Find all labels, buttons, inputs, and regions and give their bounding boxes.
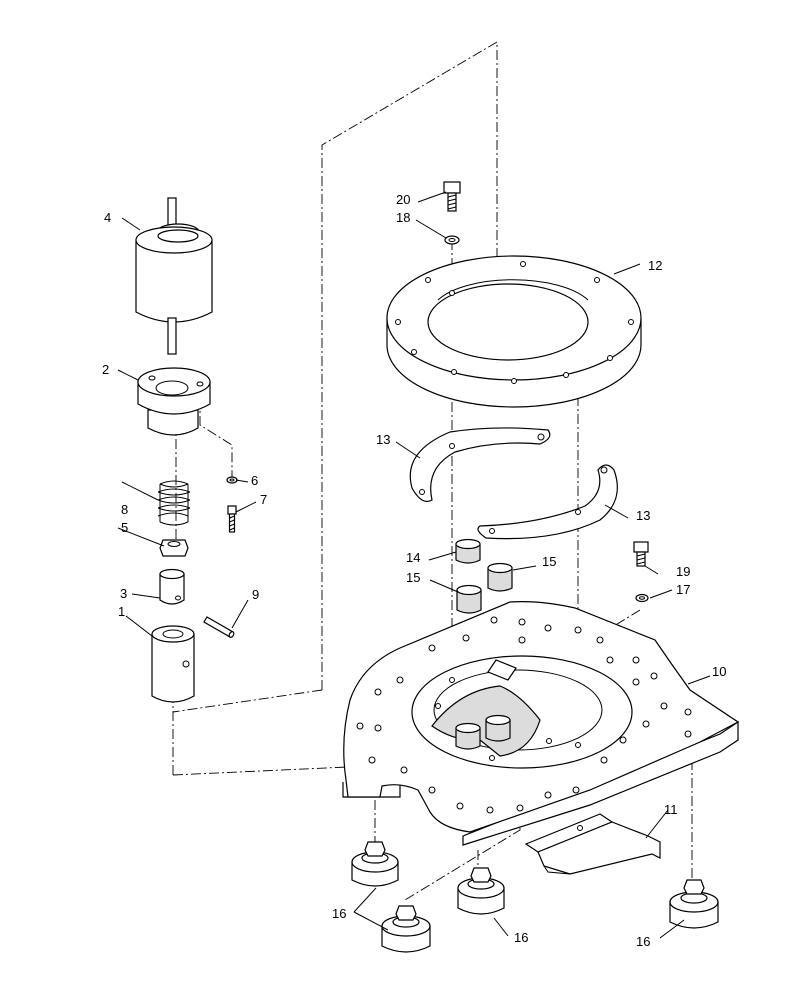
part-5-nut[interactable] <box>159 539 189 557</box>
part-14-bushing[interactable] <box>455 538 481 564</box>
part-17-washer[interactable] <box>635 593 649 603</box>
callout-18: 18 <box>396 210 410 225</box>
part-6-washer[interactable] <box>226 476 238 484</box>
callout-16-right: 16 <box>636 934 650 949</box>
callout-6: 6 <box>251 473 258 488</box>
part-10-base-plate[interactable] <box>342 601 740 846</box>
part-13-arc-segment-upper[interactable] <box>409 427 551 503</box>
part-4-motor[interactable] <box>135 197 213 355</box>
callout-labels: 4 2 8 5 3 1 9 6 7 20 18 12 13 13 14 15 1… <box>102 192 726 949</box>
callout-14: 14 <box>406 550 420 565</box>
callout-19: 19 <box>676 564 690 579</box>
callout-7: 7 <box>260 492 267 507</box>
part-3-coupling[interactable] <box>159 568 185 605</box>
callout-20: 20 <box>396 192 410 207</box>
callout-8: 8 <box>121 502 128 517</box>
callout-15-left: 15 <box>406 570 420 585</box>
part-16-foot-center[interactable] <box>457 867 505 915</box>
callout-16-left: 16 <box>332 906 346 921</box>
callout-1: 1 <box>118 604 125 619</box>
part-1-sleeve[interactable] <box>151 625 195 703</box>
callout-5: 5 <box>121 520 128 535</box>
callout-11: 11 <box>664 802 678 817</box>
callout-15-right: 15 <box>542 554 556 569</box>
part-16-foot-right[interactable] <box>669 879 719 929</box>
callout-9: 9 <box>252 587 259 602</box>
callout-16-center: 16 <box>514 930 528 945</box>
callout-10: 10 <box>712 664 726 679</box>
callout-2: 2 <box>102 362 109 377</box>
callout-4: 4 <box>104 210 111 225</box>
part-8-spring[interactable] <box>157 480 191 526</box>
callout-17: 17 <box>676 582 690 597</box>
part-15-bushing-left[interactable] <box>456 584 482 614</box>
part-20-bolt[interactable] <box>443 181 461 212</box>
part-13-arc-segment-lower[interactable] <box>477 464 618 540</box>
callout-12: 12 <box>648 258 662 273</box>
part-19-bolt[interactable] <box>633 541 649 567</box>
part-7-screw[interactable] <box>227 505 237 533</box>
callout-3: 3 <box>120 586 127 601</box>
callout-13-lower: 13 <box>636 508 650 523</box>
callout-13-upper: 13 <box>376 432 390 447</box>
part-16-foot-left[interactable] <box>351 841 399 887</box>
part-16-foot-lower-left[interactable] <box>381 905 431 953</box>
part-9-pin[interactable] <box>203 616 235 638</box>
part-2-motor-mount[interactable] <box>137 367 211 436</box>
part-15-bushing-right[interactable] <box>487 562 513 592</box>
part-18-washer[interactable] <box>444 235 460 245</box>
part-11-bracket[interactable] <box>524 813 661 875</box>
leader-lines <box>117 191 711 939</box>
part-12-bearing-ring[interactable] <box>386 255 642 408</box>
